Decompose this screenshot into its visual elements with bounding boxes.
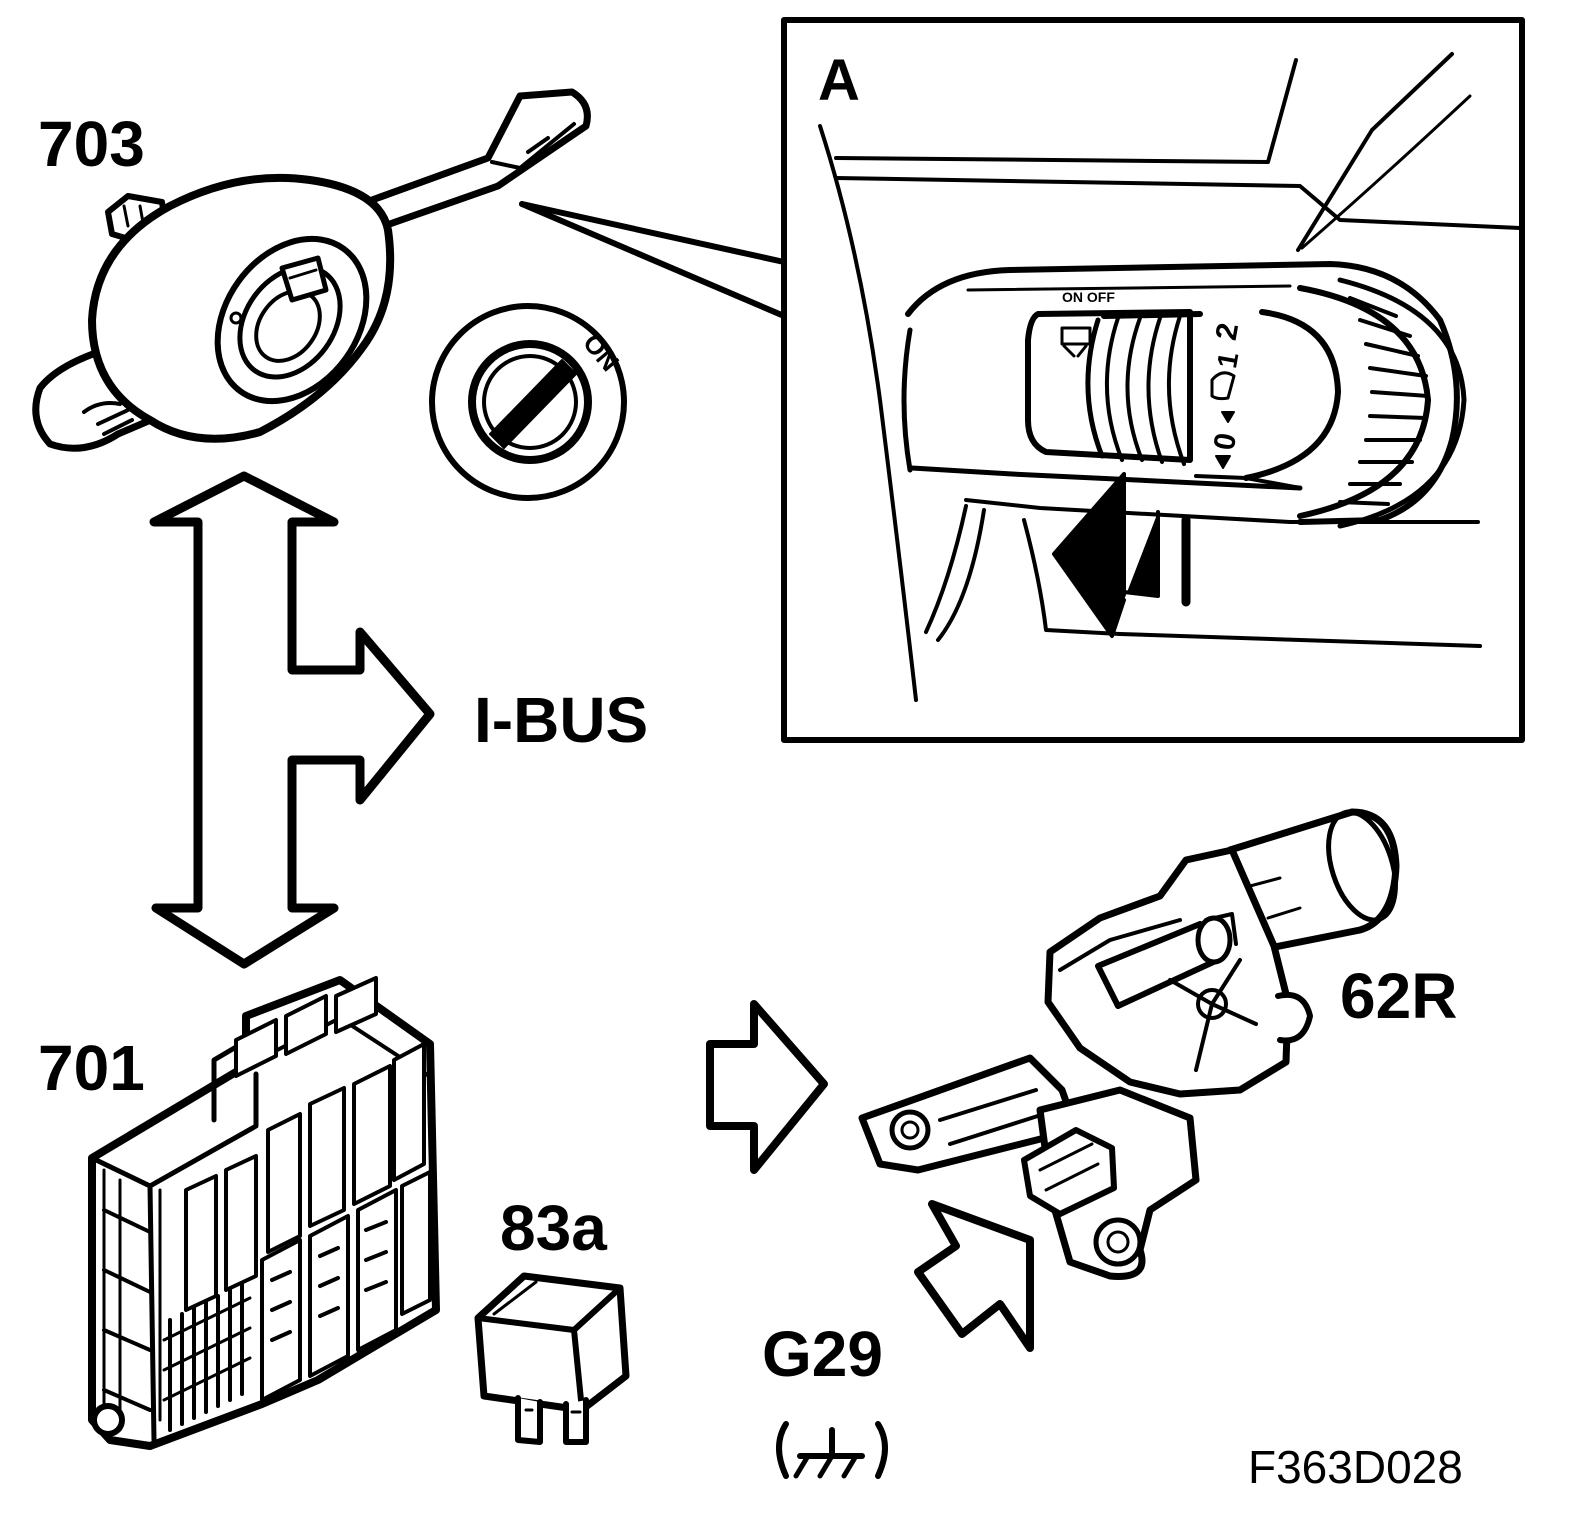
inset-a-detail xyxy=(818,52,1522,702)
callout-line-lower xyxy=(519,201,787,319)
wiper-motor xyxy=(858,808,1400,1280)
label-62r-motor: 62R xyxy=(1340,960,1458,1032)
central-electronic-module xyxy=(88,976,440,1450)
i-bus-double-arrow xyxy=(149,471,435,969)
ignition-lock xyxy=(429,303,627,501)
label-83a-relay: 83a xyxy=(500,1192,607,1264)
inset-a-frame xyxy=(781,17,1525,743)
inset-position-2: 2 xyxy=(1210,321,1245,343)
ground-symbol xyxy=(776,1421,888,1479)
ground-arrow xyxy=(914,1200,1034,1352)
label-701-module: 701 xyxy=(38,1032,145,1104)
steering-column-switch xyxy=(32,88,591,452)
label-g29-ground: G29 xyxy=(762,1318,883,1390)
inset-switch-text: ON OFF xyxy=(1062,289,1115,305)
inset-position-0: 0 xyxy=(1208,431,1243,453)
inset-position-1: 1 xyxy=(1211,350,1244,371)
label-i-bus: I-BUS xyxy=(474,684,649,756)
figure-code: F363D028 xyxy=(1248,1441,1463,1493)
callout-line-upper xyxy=(519,201,787,265)
output-arrow-to-motor xyxy=(706,1000,828,1174)
label-inset-a: A xyxy=(818,48,860,113)
wiper-relay xyxy=(474,1272,630,1445)
label-703-switch: 703 xyxy=(38,108,145,180)
